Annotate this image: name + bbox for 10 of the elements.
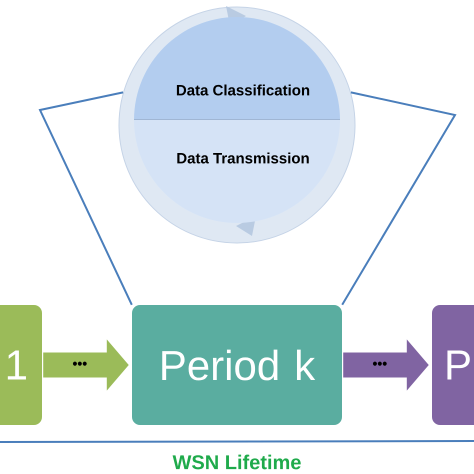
period-box: P [432, 305, 474, 425]
period-box: 1 [0, 305, 42, 425]
half-circle-segment: Data Classification [134, 17, 340, 120]
connector-line [341, 91, 457, 306]
period-box: Period k [132, 305, 342, 425]
half-circle-segment: Data Transmission [134, 120, 340, 223]
edge-label: ••• [72, 362, 87, 366]
edge-label: ••• [372, 362, 387, 366]
caption-text: WSN Lifetime [172, 454, 301, 470]
connector-line [38, 91, 133, 306]
